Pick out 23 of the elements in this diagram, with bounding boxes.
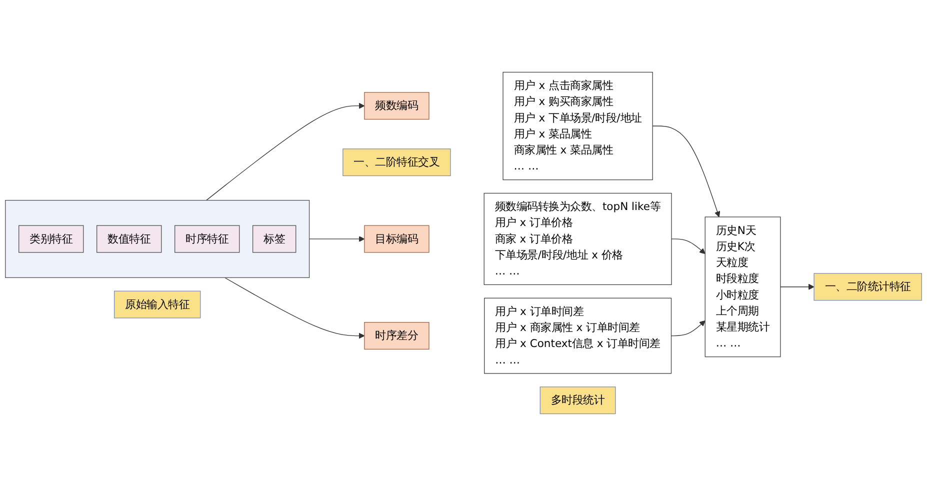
node-box: 标签 bbox=[252, 225, 296, 253]
node-box: 一、二阶统计特征 bbox=[814, 273, 922, 301]
node-box: 多时段统计 bbox=[540, 386, 616, 414]
node-box: 原始输入特征 bbox=[114, 290, 201, 318]
node-box: 历史N天 历史K次 天粒度 时段粒度 小时粒度 上个周期 某星期统计 … … bbox=[704, 216, 781, 358]
node-box: 类别特征 bbox=[18, 225, 84, 253]
arrow bbox=[780, 284, 814, 290]
arrow bbox=[224, 277, 365, 339]
arrow bbox=[308, 236, 365, 242]
arrow bbox=[670, 320, 706, 336]
node-box: 用户 x 订单时间差 用户 x 商家属性 x 订单时间差 用户 x Context信息 x 订单时间差 … … bbox=[484, 298, 672, 374]
node-box: 时序差分 bbox=[364, 322, 430, 350]
node-box: 时序特征 bbox=[174, 225, 240, 253]
node-box: 目标编码 bbox=[364, 225, 430, 253]
node-box: 数值特征 bbox=[96, 225, 162, 253]
node-box: 一、二阶特征交叉 bbox=[342, 148, 451, 176]
arrow bbox=[206, 102, 365, 201]
node-box: 频数编码 bbox=[364, 92, 430, 120]
arrow bbox=[671, 238, 706, 254]
node-box: 频数编码转换为众数、topN like等 用户 x 订单价格 商家 x 订单价格 下单场景/时段/地址 x 价格 … … bbox=[484, 192, 672, 286]
node-box: 用户 x 点击商家属性 用户 x 购买商家属性 用户 x 下单场景/时段/地址 用户 x 菜品属性 商家属性 x 菜品属性 … … bbox=[502, 72, 653, 180]
cluster bbox=[5, 200, 310, 278]
arrow bbox=[652, 126, 720, 218]
